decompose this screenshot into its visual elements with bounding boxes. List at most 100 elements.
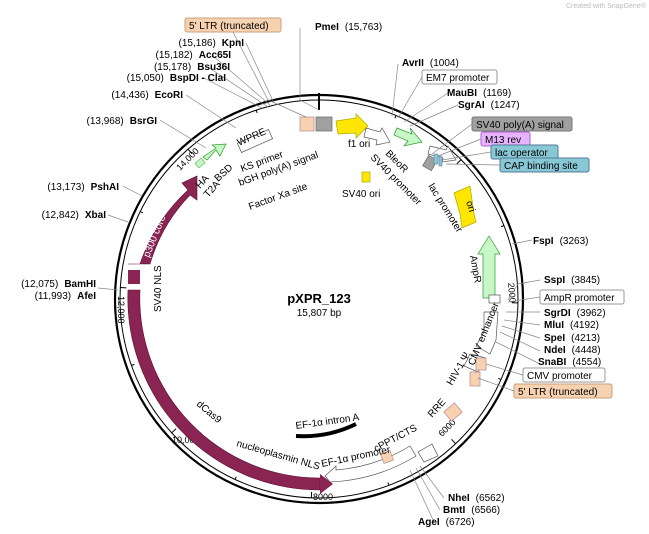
site-bsrgi-pos: (13,968) bbox=[87, 116, 124, 127]
dcas9-arrowhead bbox=[320, 474, 333, 494]
site-sgrai: SgrAI(1247) bbox=[458, 100, 520, 111]
dcas9-label: dCas9 bbox=[194, 399, 224, 426]
bsd-label: BSD bbox=[213, 162, 236, 184]
ori-feature bbox=[453, 185, 477, 229]
cap-binding-feature bbox=[438, 155, 443, 167]
wpre-feature bbox=[236, 129, 274, 153]
ef1a-intron-label: EF-1α intron A bbox=[295, 412, 360, 432]
leader-kpni bbox=[245, 42, 275, 104]
site-bmti-pos: (6566) bbox=[471, 505, 500, 516]
ori-label: ori bbox=[463, 200, 477, 214]
site-afei-pos: (11,993) bbox=[35, 291, 72, 302]
leader-ltr-top bbox=[232, 31, 307, 118]
tick-mark bbox=[131, 363, 135, 366]
lac-operator-box-label: lac operator bbox=[495, 148, 548, 159]
ampr-arrow bbox=[477, 235, 501, 299]
cmv-enhancer-feature bbox=[475, 311, 499, 355]
cmv-promoter-box-label: CMV promoter bbox=[527, 371, 593, 382]
tick-mark bbox=[255, 109, 258, 114]
leader-pmei bbox=[299, 28, 320, 111]
site-pmei: PmeI(15,763) bbox=[315, 22, 382, 33]
site-mlui: MluI(4192) bbox=[544, 320, 599, 331]
feature-boxes: 5' LTR (truncated) EM7 promoter SV40 pol… bbox=[184, 17, 625, 399]
site-nhei-name: NheI bbox=[448, 493, 470, 504]
ltr-top-box-label: 5' LTR (truncated) bbox=[189, 21, 269, 32]
site-sgrai-name: SgrAI bbox=[458, 100, 485, 111]
leader-avrii bbox=[391, 63, 399, 117]
tick-label-12000: 12,000 bbox=[116, 296, 126, 324]
sv40-nls-feature bbox=[128, 270, 140, 284]
ltr-bottom-feature-2 bbox=[469, 371, 481, 387]
site-afei: (11,993)AfeI bbox=[35, 291, 97, 302]
site-bspdi-name: BspDI - ClaI bbox=[170, 73, 226, 84]
site-avrii-pos: (1004) bbox=[430, 58, 459, 69]
site-avrii: AvrII(1004) bbox=[402, 58, 459, 69]
tick-mark bbox=[456, 159, 462, 165]
tick-label-8000: 8000 bbox=[313, 492, 333, 502]
leader-m13 bbox=[437, 138, 482, 157]
site-spei-pos: (4213) bbox=[571, 333, 600, 344]
site-pshai: (13,173)PshAI bbox=[47, 182, 119, 193]
minor-ticks bbox=[120, 109, 518, 498]
site-ecori-pos: (14,436) bbox=[111, 90, 148, 101]
rre-label: RRE bbox=[426, 397, 449, 420]
site-maubi-pos: (1169) bbox=[483, 88, 511, 99]
site-bsrgi-name: BsrGI bbox=[130, 116, 157, 127]
cds-features bbox=[127, 157, 333, 494]
leader-bsrgi bbox=[159, 119, 207, 149]
site-snabi-pos: (4554) bbox=[572, 357, 601, 368]
site-snabi-name: SnaBI bbox=[538, 357, 567, 368]
site-agei-name: AgeI bbox=[418, 517, 440, 528]
leader-xbai bbox=[107, 214, 129, 223]
ltr-top-feature bbox=[299, 116, 315, 132]
leader-cap bbox=[445, 163, 501, 166]
rre-feature bbox=[443, 402, 463, 422]
leader-ltr-bot bbox=[477, 377, 515, 392]
site-kpni-pos: (15,186) bbox=[179, 38, 216, 49]
marker-features bbox=[202, 127, 501, 299]
lac-promoter-arrow bbox=[427, 145, 457, 163]
site-xbai-pos: (12,842) bbox=[42, 210, 79, 221]
leader-lines bbox=[97, 28, 541, 523]
plasmid-size: 15,807 bp bbox=[297, 308, 342, 319]
site-ecori: (14,436)EcoRI bbox=[111, 90, 183, 101]
site-spei: SpeI(4213) bbox=[544, 333, 600, 344]
p300-core-label: p300 core bbox=[142, 213, 169, 259]
site-bsu36i-pos: (15,178) bbox=[154, 62, 191, 73]
site-pshai-name: PshAI bbox=[91, 182, 120, 193]
site-snabi: SnaBI (4554) bbox=[538, 357, 601, 368]
factor-xa-label: Factor Xa site bbox=[247, 181, 309, 213]
leader-fspi bbox=[511, 239, 533, 245]
site-acc65i: (15,182)Acc65I bbox=[156, 50, 232, 61]
leader-nhei bbox=[419, 465, 445, 499]
em7-sv40-promoter-arrow bbox=[363, 127, 391, 146]
leader-snabi bbox=[495, 341, 541, 365]
leader-pshai bbox=[122, 185, 143, 197]
site-agei-pos: (6726) bbox=[446, 517, 475, 528]
lac-operator-feature bbox=[433, 153, 439, 165]
cppt-cts-feature bbox=[380, 450, 394, 464]
site-bsrgi: (13,968) BsrGI bbox=[87, 116, 158, 127]
leader-sspi bbox=[507, 279, 541, 301]
site-nhei-pos: (6562) bbox=[476, 493, 505, 504]
bsd-arrow bbox=[202, 143, 227, 161]
sv40-polya-feature bbox=[422, 154, 438, 172]
sv40-ori-label: SV40 ori bbox=[342, 189, 380, 200]
watermark: Created with SnapGene® bbox=[566, 2, 647, 10]
tick-mark bbox=[498, 377, 502, 380]
tick-mark bbox=[140, 211, 144, 214]
site-acc65i-pos: (15,182) bbox=[156, 50, 193, 61]
site-xbai-name: XbaI bbox=[85, 210, 106, 221]
site-sgrdi-pos: (3962) bbox=[577, 308, 606, 319]
tick-mark bbox=[234, 476, 237, 480]
sv40-ori-feature bbox=[361, 171, 371, 183]
leader-ecori bbox=[185, 94, 237, 129]
site-bmti-name: BmtI bbox=[443, 505, 465, 516]
leader-mlui bbox=[503, 319, 541, 326]
site-pmei-name: PmeI bbox=[315, 22, 339, 33]
leader-em7 bbox=[397, 76, 423, 119]
leader-maubi bbox=[403, 92, 449, 123]
m13-rev-box-label: M13 rev bbox=[485, 135, 521, 146]
hiv-psi-label: HIV-1 Ψ bbox=[445, 351, 473, 388]
site-kpni-name: KpnI bbox=[222, 38, 244, 49]
